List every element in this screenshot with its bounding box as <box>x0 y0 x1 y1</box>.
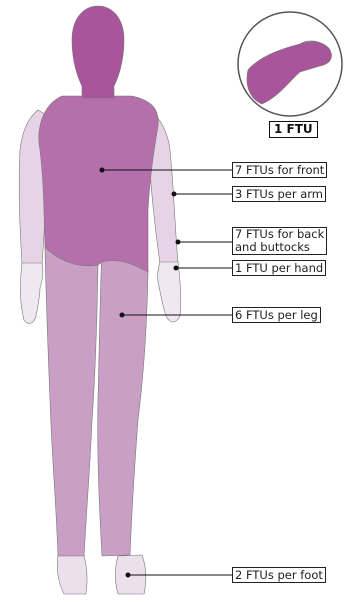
foot-left <box>57 556 87 594</box>
ftu-inset <box>238 12 342 116</box>
hand-right <box>158 262 181 322</box>
dot-arm <box>172 192 177 197</box>
dot-hand <box>174 266 179 271</box>
label-leg: 6 FTUs per leg <box>232 307 321 323</box>
dot-back <box>176 240 181 245</box>
leg-right <box>98 244 148 556</box>
dot-foot <box>126 573 131 578</box>
label-foot: 2 FTUs per foot <box>232 567 326 583</box>
leg-left <box>45 247 98 557</box>
label-front: 7 FTUs for front <box>232 162 327 178</box>
torso <box>39 96 158 272</box>
label-arm: 3 FTUs per arm <box>232 186 326 202</box>
label-hand: 1 FTU per hand <box>232 260 326 276</box>
dot-leg <box>120 313 125 318</box>
label-back: 7 FTUs for back and buttocks <box>232 227 327 255</box>
ftu-key-label: 1 FTU <box>269 121 318 138</box>
head <box>72 6 124 98</box>
hand-left <box>20 263 42 323</box>
dot-front <box>100 168 105 173</box>
